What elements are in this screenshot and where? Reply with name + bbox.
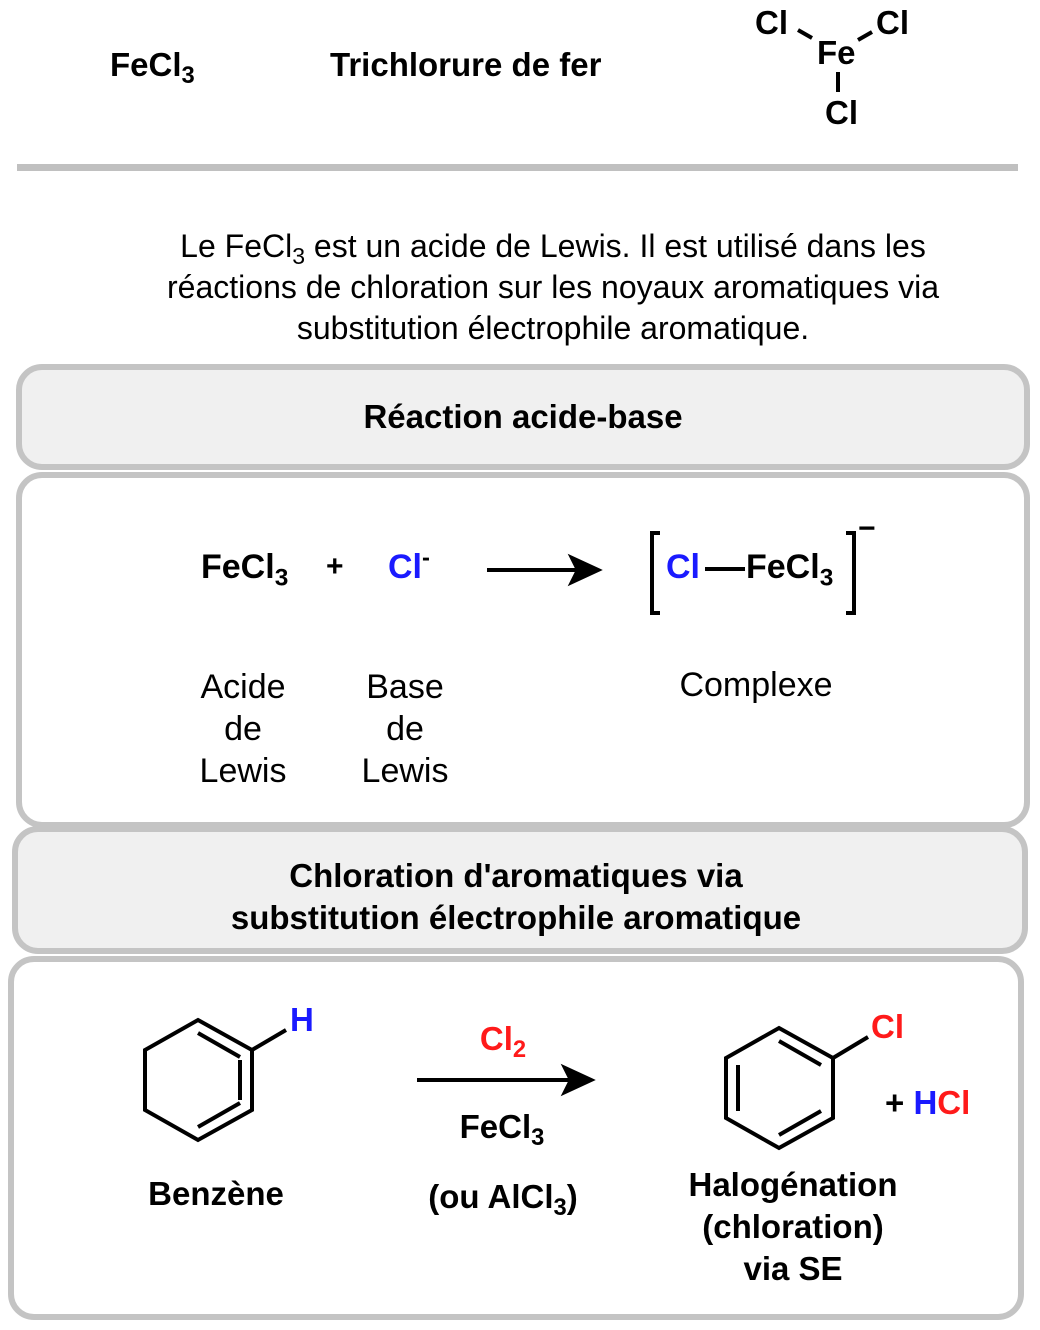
- reaction-arrow-2-head: [560, 1063, 596, 1097]
- plus-sign: +: [326, 550, 344, 583]
- section1-header: [16, 364, 1030, 470]
- benzene-ring: [143, 1017, 288, 1143]
- alt-catalyst-alcl3: (ou AlCl3): [428, 1178, 578, 1222]
- product-label: Halogénation(chloration)via SE: [688, 1166, 898, 1287]
- section2-title: Chloration d'aromatiques via substitutio…: [231, 855, 801, 939]
- bracket-right: [846, 531, 856, 615]
- benzene-h-atom: H: [290, 1001, 314, 1038]
- formula-subscript: 3: [181, 62, 195, 90]
- section1-title: Réaction acide-base: [363, 398, 683, 435]
- chlorobenzene-ring: [724, 1025, 870, 1151]
- bond-fe-cl-right: [857, 30, 873, 42]
- product-cl-atom: Cl: [871, 1008, 904, 1045]
- lewis-base-formula: Cl-: [388, 544, 430, 586]
- section1-body: [16, 472, 1030, 828]
- complex-charge: −: [858, 512, 876, 545]
- benzene-label: Benzène: [148, 1175, 284, 1212]
- section2-header: [12, 826, 1028, 954]
- header-divider: [17, 164, 1018, 171]
- formula: FeCl3: [110, 46, 195, 88]
- reaction-arrow-1-head: [567, 553, 603, 587]
- section2-title-line-2: substitution électrophile aromatique: [230, 899, 802, 936]
- description: Le FeCl3 est un acide de Lewis. Il est u…: [167, 226, 939, 349]
- description-line-2: réactions de chloration sur les noyaux a…: [167, 269, 939, 305]
- description-line-3: substitution électrophile aromatique.: [296, 310, 810, 346]
- section2-body: [8, 956, 1024, 1320]
- byproduct-hcl: + HCl: [885, 1084, 971, 1121]
- structure-cl-bottom: Cl: [825, 94, 858, 131]
- bond-fe-cl-left: [797, 28, 813, 40]
- formula-text: FeCl: [110, 46, 182, 83]
- structure-cl-right: Cl: [876, 4, 909, 41]
- complex-label: Complexe: [679, 666, 833, 704]
- bracket-left: [650, 531, 660, 615]
- lewis-acid-formula: FeCl3: [201, 548, 289, 592]
- reagent-cl2: Cl2: [479, 1020, 527, 1064]
- structure-cl-left: Cl: [755, 4, 788, 41]
- catalyst-fecl3: FeCl3: [459, 1108, 545, 1152]
- structure-fe: Fe: [817, 34, 856, 71]
- description-line-1: Le FeCl3 est un acide de Lewis. Il est u…: [180, 228, 926, 269]
- section2-title-line-1: Chloration d'aromatiques via: [289, 857, 743, 894]
- compound-name: Trichlorure de fer: [330, 46, 602, 83]
